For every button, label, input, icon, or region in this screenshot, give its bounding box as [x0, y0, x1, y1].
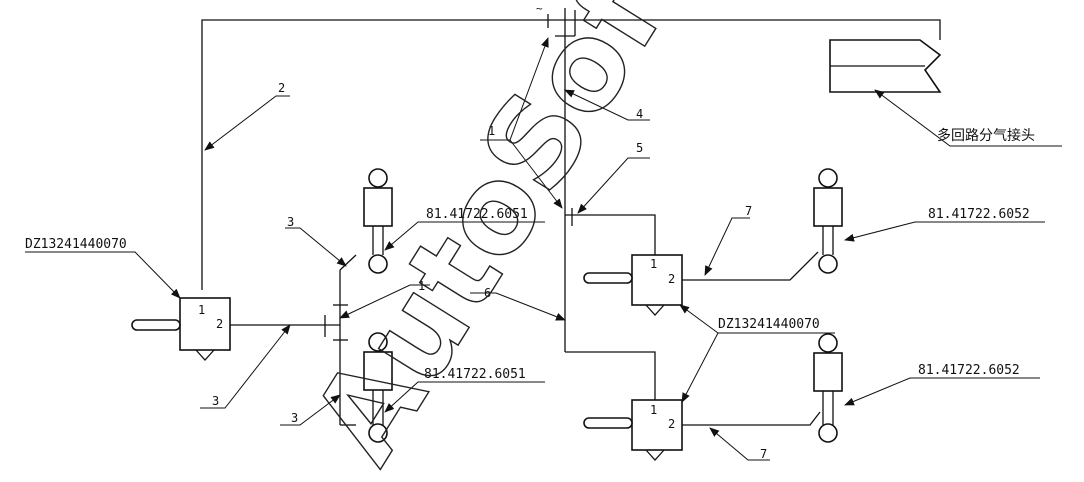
brake-chamber-6052-top	[813, 168, 843, 274]
label-port1-main: 1	[198, 303, 205, 317]
main-valve	[131, 297, 231, 361]
label-part-rear: DZ13241440070	[718, 317, 820, 332]
brake-chamber-6052-bottom	[813, 333, 843, 443]
label-port1-upper: 1	[650, 257, 657, 271]
label-n1-top: 1	[488, 124, 495, 138]
labels: 多回路分气接头 DZ13241440070 DZ13241440070 81.4…	[25, 2, 1035, 461]
label-n3-bottom: 3	[212, 394, 219, 408]
label-n3-lower: 3	[291, 411, 298, 425]
label-top-mark: ~	[536, 2, 543, 15]
label-6052-bottom: 81.41722.6052	[918, 363, 1020, 378]
upper-rear-valve	[583, 254, 683, 316]
label-n5: 5	[636, 141, 643, 155]
label-n2: 2	[278, 81, 285, 95]
label-port1-lower: 1	[650, 403, 657, 417]
label-n7-top: 7	[745, 204, 752, 218]
label-n7-bottom: 7	[760, 447, 767, 461]
brake-chamber-6051-top	[363, 168, 393, 274]
label-6051-bottom: 81.41722.6051	[424, 367, 526, 382]
label-n4: 4	[636, 107, 643, 121]
label-n3-left: 3	[287, 215, 294, 229]
label-6051-top: 81.41722.6051	[426, 207, 528, 222]
label-port2-upper: 2	[668, 272, 675, 286]
brake-chamber-6051-bottom	[363, 332, 393, 443]
lower-rear-valve	[583, 399, 683, 461]
label-port2-main: 2	[216, 317, 223, 331]
label-port2-lower: 2	[668, 417, 675, 431]
leader-lines	[25, 37, 1062, 461]
multi-circuit-coupling	[829, 39, 942, 93]
label-n6: 6	[484, 286, 491, 300]
label-6052-top: 81.41722.6052	[928, 207, 1030, 222]
label-n1-mid: 1	[418, 279, 425, 293]
label-part-main: DZ13241440070	[25, 237, 127, 252]
pipe-network	[201, 8, 941, 426]
label-coupling: 多回路分气接头	[937, 127, 1035, 144]
